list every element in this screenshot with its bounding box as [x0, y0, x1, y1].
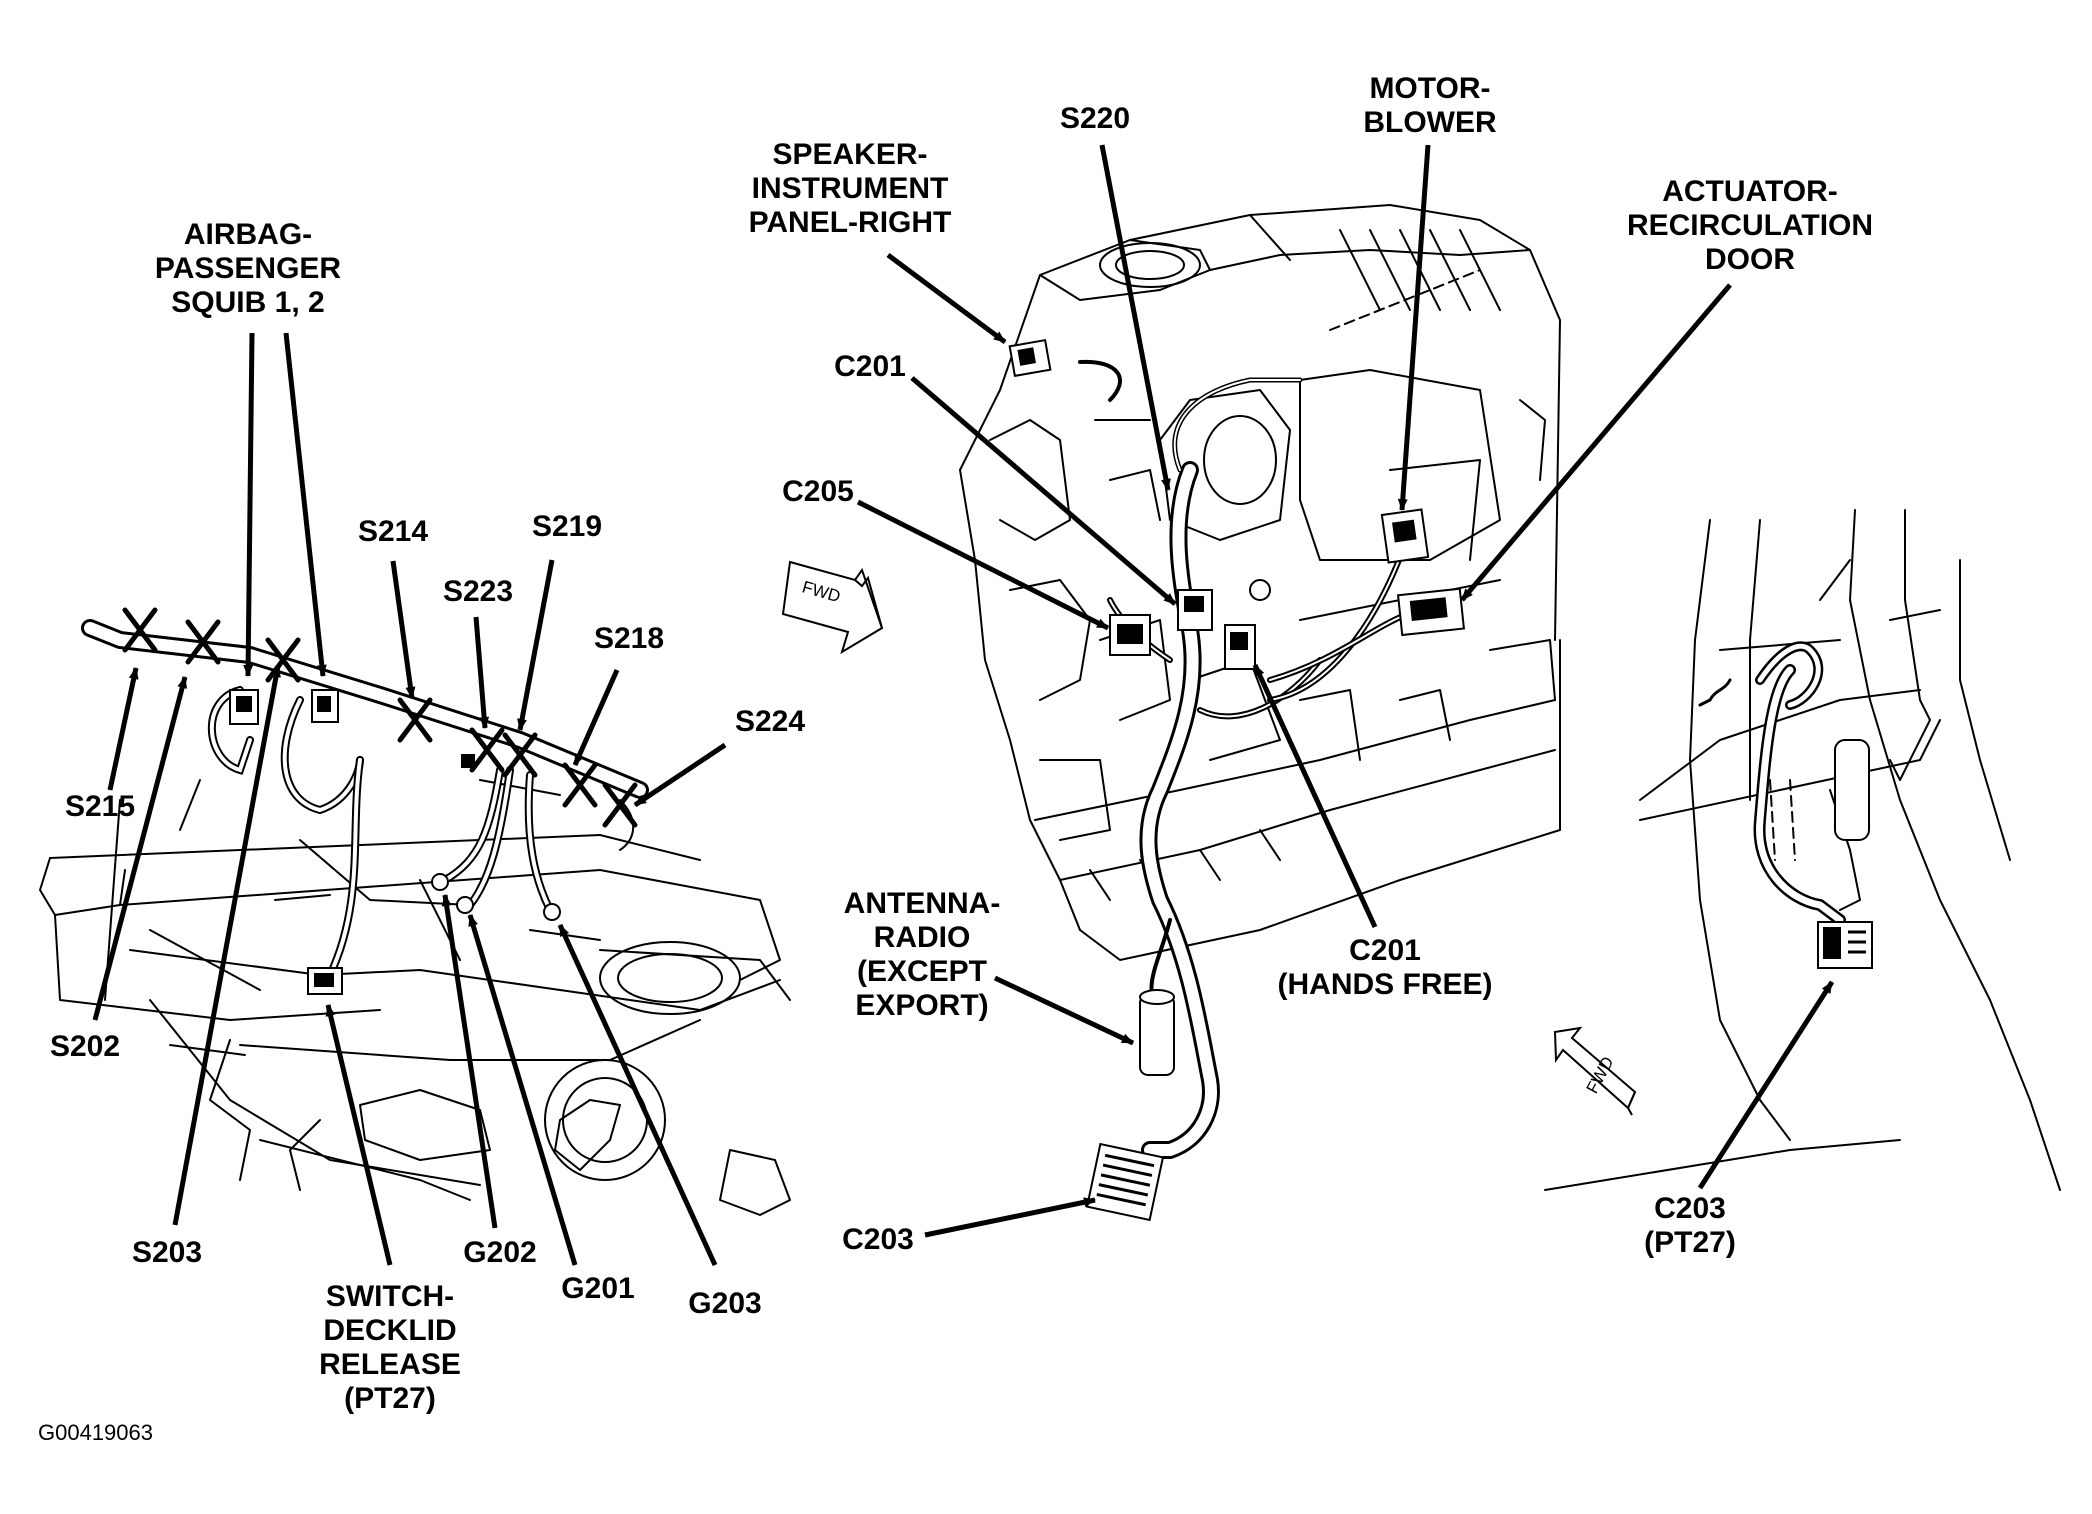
figure-id: G00419063: [38, 1420, 153, 1445]
leader-airbag-2: [283, 332, 327, 677]
label-s218: S218: [593, 622, 665, 655]
left-connectors: [229, 689, 561, 995]
leader-c205: [856, 499, 1110, 631]
label-g201: G201: [561, 1272, 635, 1305]
fwd-arrow-center: FWD: [781, 560, 884, 655]
leader-g202: [441, 894, 498, 1229]
left-harness: [81, 619, 649, 979]
center-view-drawing: [959, 204, 1561, 961]
label-g203: G203: [688, 1287, 762, 1320]
leader-c201: [910, 376, 1177, 606]
leader-s215: [107, 667, 139, 791]
leader-speaker: [886, 252, 1007, 345]
leader-airbag-1: [243, 332, 255, 677]
label-s223: S223: [442, 575, 514, 608]
leader-s224: [633, 742, 727, 808]
leader-s219: [517, 559, 555, 731]
label-s215: S215: [64, 790, 136, 823]
leader-arrows: [92, 144, 1835, 1267]
label-s220: S220: [1059, 102, 1131, 135]
label-c201-hands-free: C201 (HANDS FREE): [1277, 934, 1493, 1001]
label-c205: C205: [782, 475, 854, 508]
label-c203: C203: [842, 1223, 914, 1256]
right-view-drawing: [1544, 509, 2061, 1191]
leader-s214: [390, 560, 416, 699]
label-s202: S202: [49, 1030, 121, 1063]
leader-g201: [467, 914, 578, 1266]
leader-s220: [1099, 144, 1171, 491]
center-harness: [1078, 359, 1423, 1159]
fwd-arrow-right: FWD: [1553, 1026, 1637, 1116]
label-g202: G202: [463, 1236, 537, 1269]
label-speaker-instrument-panel-right: SPEAKER- INSTRUMENT PANEL-RIGHT: [748, 138, 952, 239]
label-antenna-radio: ANTENNA- RADIO (EXCEPT EXPORT): [843, 887, 1001, 1022]
splice-marks: [122, 607, 638, 828]
leader-switch: [325, 1004, 393, 1266]
leader-s203: [172, 665, 281, 1226]
label-s219: S219: [531, 510, 603, 543]
label-switch-decklid-release: SWITCH- DECKLID RELEASE (PT27): [319, 1280, 461, 1415]
leader-c203: [924, 1197, 1096, 1238]
label-motor-blower: MOTOR- BLOWER: [1363, 72, 1497, 139]
label-c203-pt27: C203 (PT27): [1644, 1192, 1736, 1259]
label-actuator-recirculation-door: ACTUATOR- RECIRCULATION DOOR: [1626, 175, 1874, 276]
label-s214: S214: [357, 515, 429, 548]
label-s203: S203: [131, 1236, 203, 1269]
leader-antenna: [993, 975, 1135, 1046]
label-c201: C201: [834, 350, 906, 383]
center-connectors: [1008, 338, 1466, 1222]
label-s224: S224: [734, 705, 806, 738]
leader-g203: [557, 923, 718, 1267]
leader-c203pt: [1697, 980, 1835, 1190]
leader-motor: [1397, 144, 1431, 511]
leader-actuator: [1460, 283, 1732, 602]
left-view-drawing: [39, 779, 791, 1216]
right-connector: [1817, 921, 1873, 969]
leader-c201hf: [1252, 663, 1378, 929]
right-harness: [1698, 641, 1846, 926]
leader-s218: [572, 668, 620, 767]
leader-s202: [92, 676, 188, 1021]
label-airbag-passenger: AIRBAG- PASSENGER SQUIB 1, 2: [154, 218, 342, 319]
leader-s223: [473, 616, 490, 729]
